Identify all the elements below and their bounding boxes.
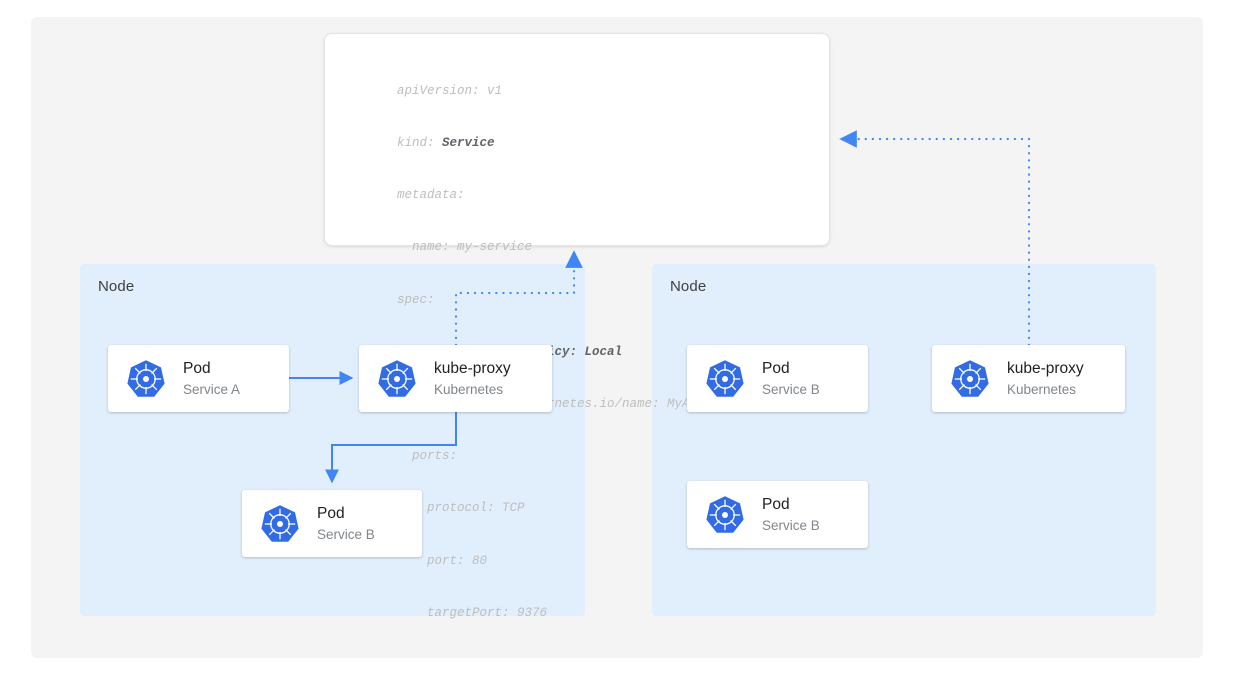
card-text: kube-proxy Kubernetes — [1007, 359, 1084, 399]
card-subtitle: Service A — [183, 381, 241, 397]
kubernetes-icon — [127, 359, 165, 397]
kubernetes-icon — [706, 495, 744, 533]
kubernetes-icon — [378, 359, 416, 397]
card-text: Pod Service A — [183, 359, 240, 399]
card-pod-service-b-right-top[interactable]: Pod Service B — [687, 345, 868, 412]
card-subtitle: Service B — [762, 381, 820, 397]
yaml-line: ports: — [397, 449, 458, 464]
card-pod-service-a[interactable]: Pod Service A — [108, 345, 289, 412]
node-label-right: Node — [670, 278, 707, 295]
kubernetes-icon — [261, 504, 299, 542]
node-container-right: Node — [652, 264, 1156, 616]
card-pod-service-b-right-bottom[interactable]: Pod Service B — [687, 481, 868, 548]
kubernetes-icon — [706, 359, 744, 397]
card-text: Pod Service B — [762, 495, 820, 535]
yaml-line: targetPort: 9376 — [397, 605, 548, 620]
card-title: Pod — [762, 359, 790, 377]
card-pod-service-b-left[interactable]: Pod Service B — [242, 490, 422, 557]
card-title: kube-proxy — [434, 359, 511, 377]
card-text: kube-proxy Kubernetes — [434, 359, 511, 399]
card-subtitle: Service B — [317, 526, 375, 542]
card-title: kube-proxy — [1007, 359, 1084, 377]
yaml-line: apiVersion: v1 — [397, 83, 503, 98]
yaml-line: port: 80 — [397, 553, 488, 568]
card-subtitle: Kubernetes — [434, 381, 504, 397]
yaml-line: spec: — [397, 292, 435, 307]
yaml-line: - protocol: TCP — [397, 501, 525, 516]
card-subtitle: Kubernetes — [1007, 381, 1077, 397]
card-subtitle: Service B — [762, 517, 820, 533]
card-kube-proxy-left[interactable]: kube-proxy Kubernetes — [359, 345, 552, 412]
node-label-left: Node — [98, 278, 135, 295]
card-title: Pod — [317, 504, 345, 522]
kubernetes-icon — [951, 359, 989, 397]
card-text: Pod Service B — [762, 359, 820, 399]
service-manifest-card: apiVersion: v1 kind: Service metadata: n… — [324, 33, 830, 620]
yaml-line: name: my-service — [397, 240, 533, 255]
yaml-line: metadata: — [397, 188, 465, 203]
yaml-line-key: kind: — [397, 136, 443, 151]
yaml-line: kind: Service — [397, 135, 705, 152]
card-kube-proxy-right[interactable]: kube-proxy Kubernetes — [932, 345, 1125, 412]
card-title: Pod — [762, 495, 790, 513]
card-title: Pod — [183, 359, 211, 377]
card-text: Pod Service B — [317, 504, 375, 544]
yaml-line-value: Service — [442, 136, 495, 151]
